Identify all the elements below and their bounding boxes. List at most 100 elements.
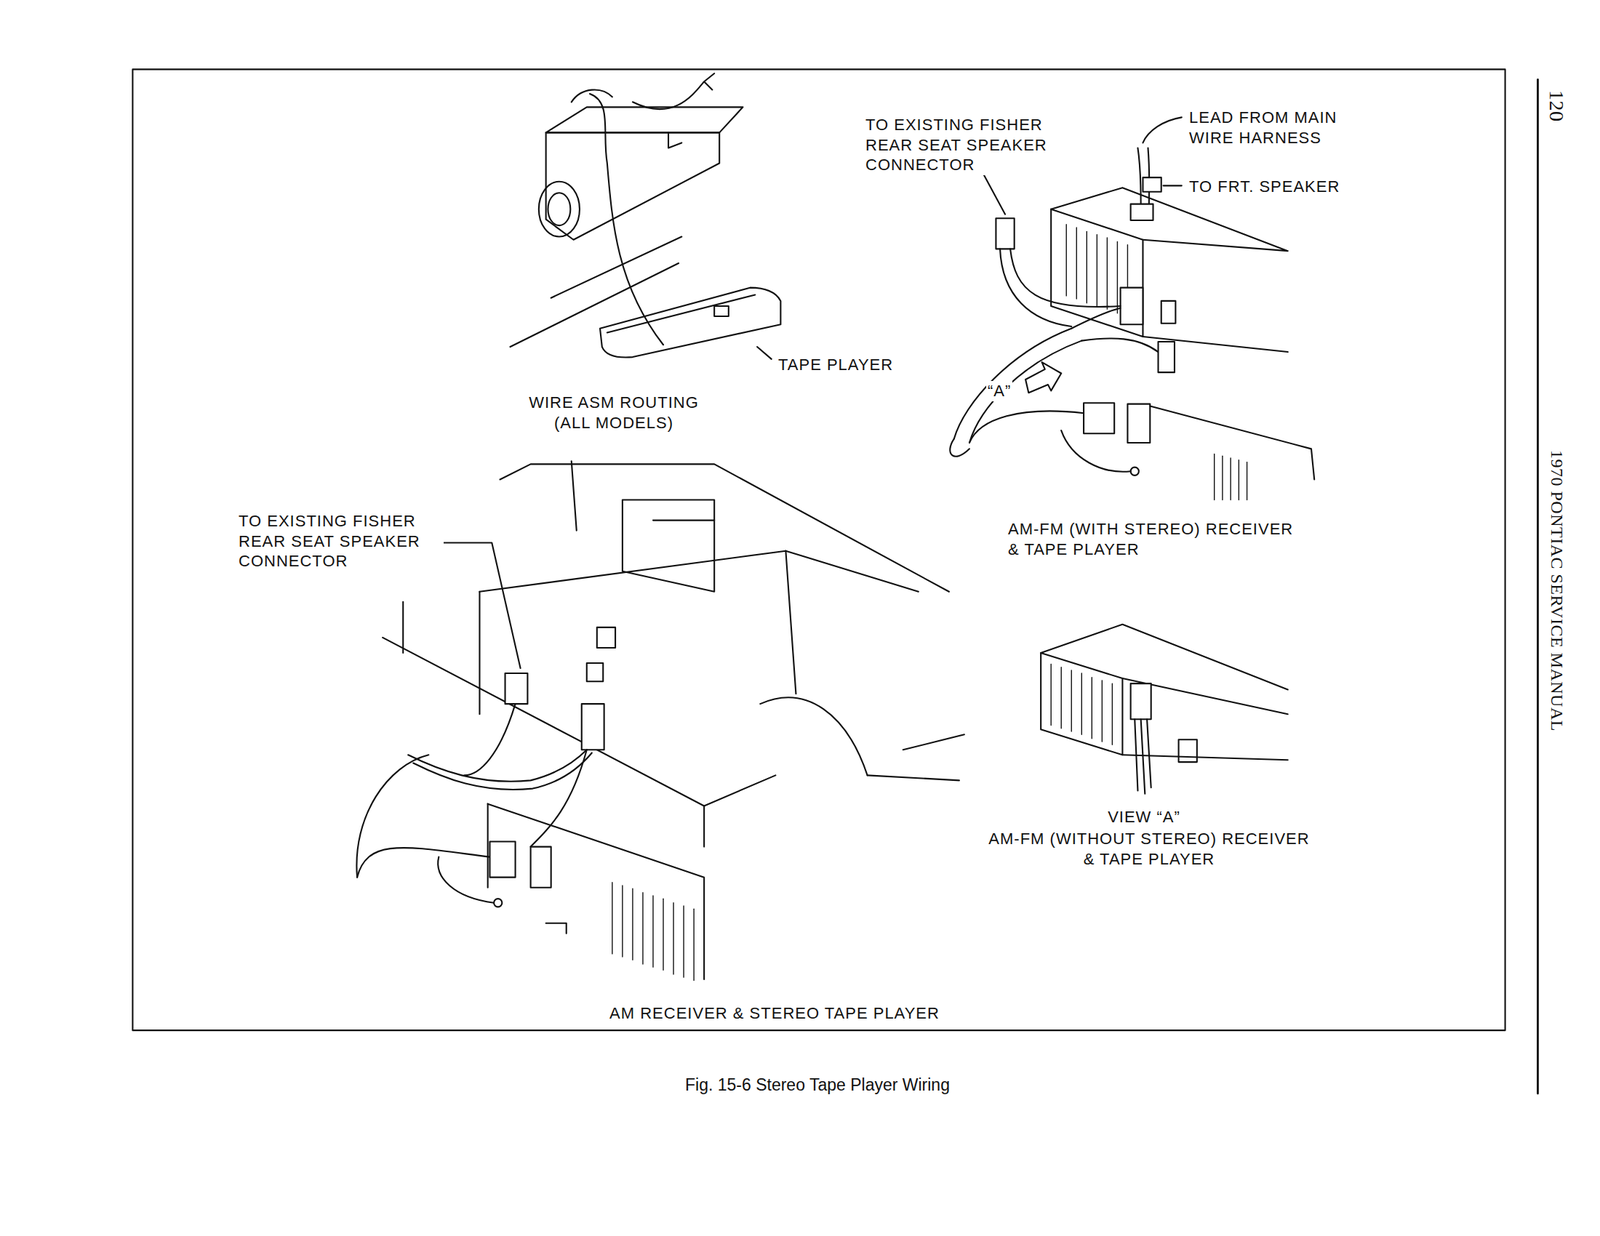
car-body-view-part-part — [621, 885, 623, 958]
car-body-view-part — [382, 637, 704, 848]
car-body-view-part — [505, 673, 528, 704]
stereo-receiver-view-part — [1061, 430, 1131, 472]
callout-label: LEAD FROM MAIN WIRE HARNESS — [1187, 107, 1373, 148]
mono-receiver-view-part — [1040, 653, 1123, 755]
stereo-receiver-view-part — [995, 218, 1014, 249]
stereo-receiver-view-part — [1083, 402, 1115, 434]
car-body-view-part — [653, 520, 715, 522]
stereo-receiver-view-part — [1158, 341, 1175, 373]
stereo-receiver-view-part — [1214, 453, 1248, 500]
stereo-receiver-view-part-part — [1066, 224, 1067, 296]
stereo-receiver-view-part — [949, 438, 970, 456]
wire-routing-view-part — [538, 181, 580, 238]
page-frame — [132, 69, 1538, 1094]
mono-receiver-view-part — [1040, 624, 1288, 691]
stereo-receiver-view-part-part — [1086, 232, 1088, 304]
stereo-receiver-view-part — [1142, 117, 1182, 143]
car-body-view-part — [612, 882, 694, 982]
car-body-view-part — [571, 461, 577, 531]
wire-routing-view-part — [668, 132, 682, 148]
car-body-view-part-part — [682, 906, 684, 978]
stereo-receiver-view-part — [1163, 184, 1182, 187]
stereo-receiver-view-part-part — [1238, 460, 1240, 501]
wire-routing-view — [510, 73, 782, 360]
stereo-receiver-view-part-part — [1106, 237, 1108, 310]
car-body-view-part — [597, 627, 616, 648]
view-caption: WIRE ASM ROUTING (ALL MODELS) — [510, 392, 718, 433]
car-body-view-part — [622, 500, 715, 592]
wire-routing-view-part — [632, 73, 715, 110]
view-caption: AM RECEIVER & STEREO TAPE PLAYER — [518, 1003, 1031, 1024]
stereo-receiver-view-part — [1000, 248, 1072, 327]
wire-routing-view-part — [546, 132, 720, 240]
car-body-view-part — [867, 775, 960, 781]
stereo-receiver-view-part-part — [1117, 242, 1118, 314]
car-body-view-part — [357, 848, 490, 878]
mono-receiver-view-part-part — [1101, 680, 1103, 742]
wire-routing-view-part — [589, 93, 664, 345]
car-body-view-part — [586, 663, 603, 682]
car-body-view-part — [437, 857, 494, 904]
mono-receiver-view-part-part — [1112, 683, 1113, 745]
stereo-receiver-view-part — [1071, 308, 1120, 329]
mono-receiver-view-part — [1178, 739, 1198, 763]
wiring-illustration-part — [132, 69, 1538, 1094]
stereo-receiver-view-part — [1025, 362, 1062, 393]
stereo-receiver-view-part — [1161, 301, 1176, 324]
car-body-view-part-part — [611, 882, 613, 955]
stereo-receiver-view-part — [1120, 288, 1144, 326]
view-caption: AM-FM (WITHOUT STEREO) RECEIVER & TAPE P… — [984, 829, 1315, 870]
stereo-receiver-view-part — [1066, 224, 1128, 317]
wire-routing-view-part — [757, 346, 772, 360]
wire-routing-view-part — [607, 294, 755, 333]
car-body-view-part — [704, 775, 776, 806]
mono-receiver-view-part-part — [1081, 673, 1083, 735]
wire-routing-view-part — [714, 306, 729, 317]
stereo-receiver-view-part — [1050, 209, 1143, 337]
mono-receiver-view — [1040, 624, 1288, 795]
stereo-receiver-view-part-part — [1246, 462, 1248, 501]
stereo-receiver-view-part — [1147, 147, 1150, 204]
car-body-view-part — [433, 542, 520, 669]
car-body-view-part — [408, 749, 587, 782]
car-body-view-part — [785, 551, 796, 694]
callout-label: TAPE PLAYER — [776, 354, 895, 376]
stereo-receiver-view-part — [1010, 248, 1121, 307]
running-header: 1970 PONTIAC SERVICE MANUAL — [1546, 448, 1568, 734]
car-body-view-part — [479, 551, 918, 592]
page-frame-part — [1536, 79, 1539, 1094]
stereo-receiver-view-part — [1137, 147, 1141, 204]
callout-label: TO EXISTING FISHER REAR SEAT SPEAKER CON… — [864, 114, 1071, 176]
car-body-view-part — [546, 923, 567, 934]
car-body-view-part-part — [693, 909, 694, 981]
mono-receiver-view-part-part — [1071, 670, 1072, 732]
car-body-view-part — [530, 749, 587, 847]
stereo-receiver-view-part-part — [1229, 458, 1231, 501]
car-body-view-part-part — [652, 896, 654, 968]
car-body-view-part — [478, 592, 480, 715]
car-body-view-part — [500, 464, 950, 592]
stereo-receiver-view-part — [1149, 405, 1315, 480]
car-body-view-part — [464, 704, 515, 776]
car-body-view-part-part — [642, 893, 643, 965]
wire-routing-view-part — [600, 288, 781, 358]
car-body-view-part — [760, 697, 867, 776]
mono-receiver-view-part — [1134, 719, 1151, 794]
wire-routing-view-part — [510, 263, 680, 347]
stereo-receiver-view-part — [1127, 404, 1150, 443]
mono-receiver-view-part-part — [1050, 664, 1051, 726]
mono-receiver-view-part-part — [1091, 677, 1093, 739]
stereo-receiver-view-part-part — [1076, 227, 1078, 299]
car-body-view-part-part — [672, 903, 674, 975]
figure-caption: Fig. 15-6 Stereo Tape Player Wiring — [561, 1074, 1074, 1096]
wire-routing-view-part — [571, 90, 613, 103]
mono-receiver-view-part — [1122, 754, 1288, 760]
stereo-receiver-view-part — [1081, 338, 1158, 352]
stereo-receiver-view-part — [969, 341, 1082, 443]
stereo-receiver-view-part — [969, 410, 1084, 443]
callout-label: TO EXISTING FISHER REAR SEAT SPEAKER CON… — [237, 511, 444, 572]
car-body-view-part — [581, 704, 605, 750]
wire-routing-view-part — [546, 106, 744, 133]
